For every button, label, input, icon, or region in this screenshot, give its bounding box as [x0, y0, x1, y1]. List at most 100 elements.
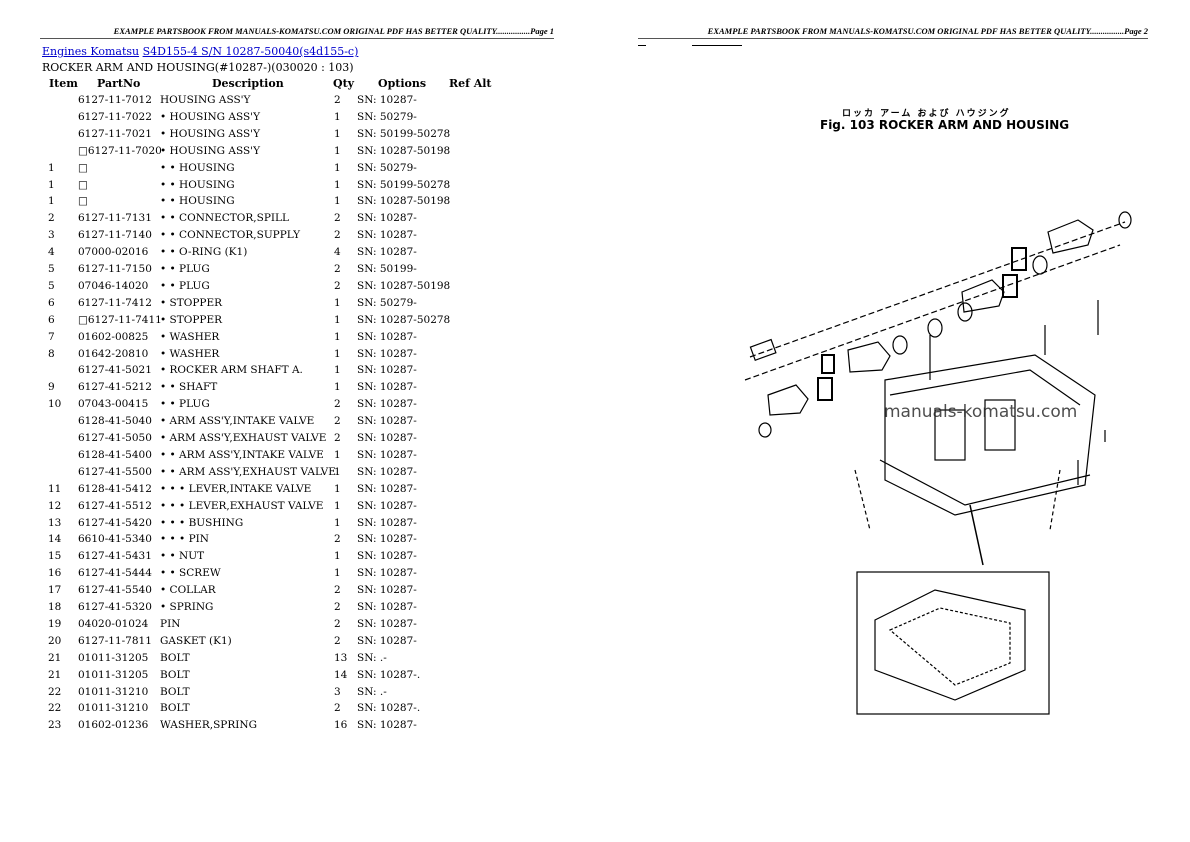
description: • • SHAFT: [160, 381, 218, 394]
quantity: 2: [334, 634, 341, 647]
table-row: 7 01602-00825 • WASHER 1 SN: 10287-: [0, 331, 560, 348]
item-number: 21: [48, 668, 62, 681]
part-number: □: [78, 161, 88, 174]
quantity: 2: [334, 702, 341, 715]
quantity: 1: [334, 313, 341, 326]
description: • • ARM ASS'Y,INTAKE VALVE: [160, 448, 324, 461]
description: • ARM ASS'Y,INTAKE VALVE: [160, 415, 315, 428]
options: SN: 50279-: [357, 161, 417, 174]
part-number: 6127-11-7012: [78, 94, 152, 106]
model-link[interactable]: S4D155-4 S/N 10287-50040(s4d155-c): [142, 45, 359, 58]
figure-title: Fig. 103 ROCKER ARM AND HOUSING: [820, 118, 1070, 132]
options: SN: 10287-: [357, 364, 417, 377]
item-number: 19: [48, 617, 62, 630]
part-number: 6127-41-5050: [78, 432, 152, 444]
part-number: 01011-31205: [78, 651, 149, 664]
part-number: 6127-41-5021: [78, 364, 152, 377]
part-number: □: [78, 178, 88, 191]
part-number: 6128-41-5412: [78, 482, 152, 495]
options: SN: 10287-: [357, 448, 417, 461]
part-number: 6127-11-7412: [78, 296, 152, 309]
part-number: □6127-11-7411: [78, 313, 162, 326]
options: SN: 10287-: [357, 330, 417, 343]
description: • • HOUSING: [160, 161, 235, 174]
options: SN: 50279-: [357, 296, 417, 309]
part-number: 6127-11-7150: [78, 263, 152, 275]
quantity: 1: [334, 550, 341, 563]
description: • WASHER: [160, 347, 220, 360]
item-number: 2: [48, 212, 55, 225]
page-title: ROCKER ARM AND HOUSING(#10287-)(030020 :…: [42, 61, 354, 74]
rocker-arms: [758, 211, 1132, 438]
col-qty: Qty: [333, 77, 355, 90]
options: SN: 10287-: [357, 567, 417, 580]
description: • • • PIN: [160, 533, 209, 546]
cylinder-head-housing: [854, 354, 1096, 566]
quantity: 1: [334, 465, 341, 478]
description: • • • LEVER,EXHAUST VALVE: [160, 499, 324, 512]
description: • • • BUSHING: [160, 516, 244, 529]
quantity: 1: [334, 195, 341, 208]
quantity: 1: [334, 178, 341, 191]
options: SN: 10287-: [357, 465, 417, 478]
part-number: 07000-02016: [78, 246, 149, 259]
options: SN: 10287-: [357, 601, 417, 613]
quantity: 1: [334, 127, 341, 140]
part-number: 6128-41-5040: [78, 415, 152, 428]
divider: [692, 45, 742, 46]
part-number: 01642-20810: [78, 347, 149, 360]
description: BOLT: [160, 685, 190, 698]
options: SN: 10287-: [357, 94, 417, 106]
description: GASKET (K1): [160, 634, 232, 647]
options: SN: 10287-50198: [357, 144, 451, 157]
quantity: 14: [334, 668, 348, 681]
inset-housing-view: [856, 571, 1050, 715]
description: • SPRING: [160, 601, 214, 613]
description: • • O-RING (K1): [160, 246, 248, 259]
description: • • • LEVER,INTAKE VALVE: [160, 482, 312, 495]
item-number: 15: [48, 550, 62, 563]
quantity: 2: [334, 263, 341, 275]
item-number: 4: [48, 246, 55, 259]
part-number: 6127-41-5320: [78, 601, 152, 613]
engines-komatsu-link[interactable]: Engines Komatsu: [42, 45, 140, 58]
description: • • PLUG: [160, 279, 210, 292]
col-item: Item: [49, 77, 78, 90]
quantity: 1: [334, 516, 341, 529]
quantity: 1: [334, 330, 341, 343]
page-header-left: EXAMPLE PARTSBOOK FROM MANUALS-KOMATSU.C…: [40, 26, 554, 39]
item-number: 7: [48, 330, 55, 343]
item-number: 21: [48, 651, 62, 664]
description: • STOPPER: [160, 313, 223, 326]
description: HOUSING ASS'Y: [160, 94, 251, 106]
description: • • HOUSING: [160, 178, 235, 191]
quantity: 2: [334, 584, 341, 597]
part-number: 01602-00825: [78, 330, 149, 343]
description: • WASHER: [160, 330, 220, 343]
options: SN: 10287-: [357, 516, 417, 529]
part-number: 01011-31205: [78, 668, 149, 681]
item-number: 17: [48, 584, 62, 597]
item-number: 1: [48, 178, 55, 191]
quantity: 1: [334, 482, 341, 495]
quantity: 2: [334, 617, 341, 630]
description: • • CONNECTOR,SPILL: [160, 212, 289, 225]
part-number: 6127-41-5431: [78, 550, 152, 563]
